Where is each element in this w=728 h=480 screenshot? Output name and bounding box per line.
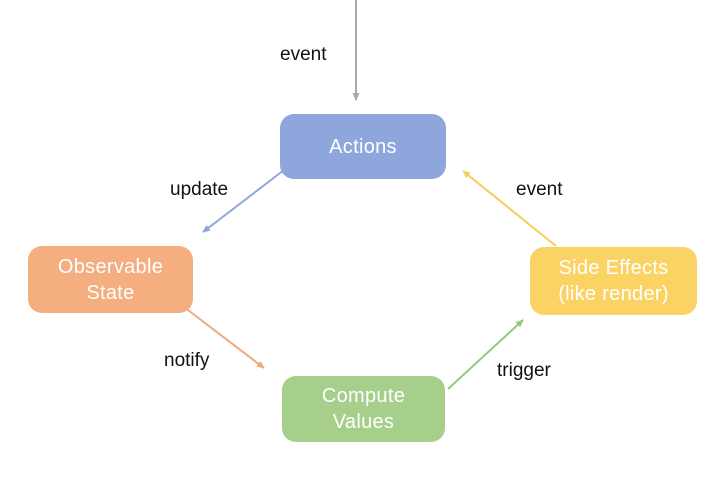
node-actions: Actions	[280, 114, 446, 179]
edge-label-update: update	[170, 179, 229, 200]
node-observable-state-label-line2: State	[86, 281, 135, 304]
node-compute-values: Compute Values	[282, 376, 445, 442]
edge-label-event-top: event	[280, 44, 327, 65]
node-observable-state: Observable State	[28, 246, 193, 313]
node-side-effects-label-line2: (like render)	[558, 283, 669, 305]
node-compute-values-label-line1: Compute	[321, 385, 406, 407]
arrow-trigger	[447, 319, 524, 390]
node-actions-label: Actions	[329, 135, 397, 158]
edge-label-notify: notify	[164, 350, 210, 371]
node-compute-values-label-line2: Values	[332, 411, 395, 433]
arrow-update	[202, 169, 285, 233]
arrow-event-right	[462, 170, 557, 247]
arrow-notify	[183, 306, 265, 369]
edge-label-trigger: trigger	[497, 360, 551, 381]
edge-label-event-right: event	[516, 179, 563, 200]
node-side-effects: Side Effects (like render)	[530, 247, 697, 315]
node-observable-state-label-line1: Observable	[57, 255, 164, 278]
node-side-effects-label-line1: Side Effects	[558, 257, 669, 279]
